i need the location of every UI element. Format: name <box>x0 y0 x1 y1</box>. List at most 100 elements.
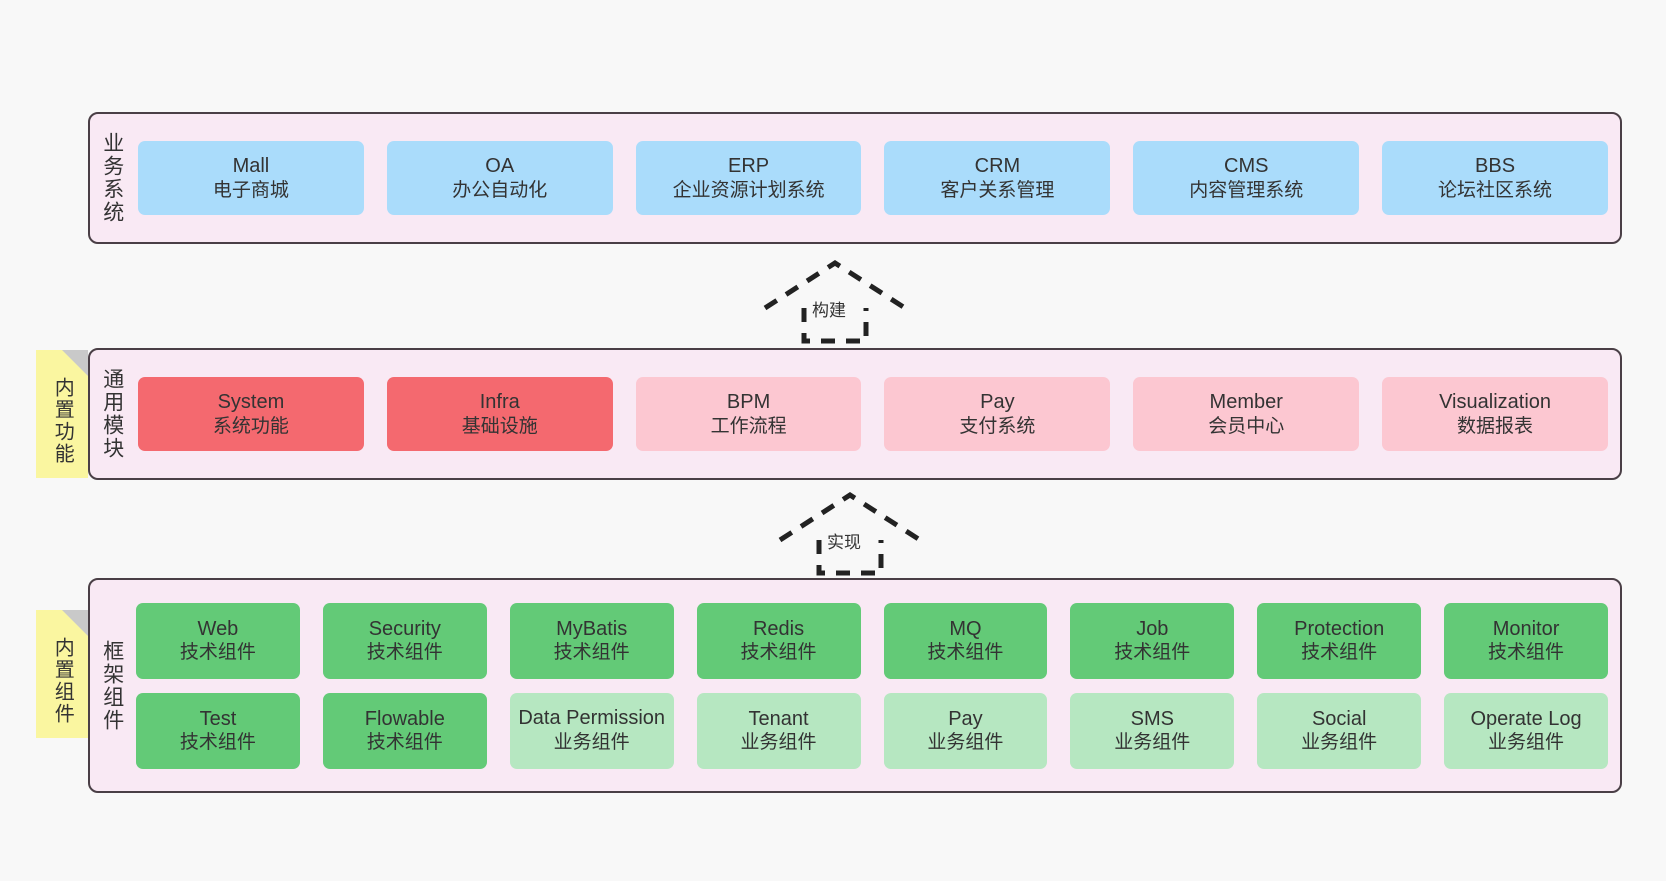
node-tenant-en: Tenant <box>748 707 809 730</box>
node-web-cn: 技术组件 <box>179 642 256 664</box>
node-pay-component-en: Pay <box>948 707 983 730</box>
arrow-implement: 实现 <box>775 490 925 578</box>
node-redis[interactable]: Redis 技术组件 <box>696 602 861 679</box>
node-flowable[interactable]: Flowable 技术组件 <box>322 692 487 769</box>
node-security-en: Security <box>368 617 441 640</box>
node-crm[interactable]: CRM 客户关系管理 <box>884 141 1111 215</box>
layer-common-modules-body: System 系统功能 Infra 基础设施 BPM 工作流程 Pay 支付系统… <box>134 350 1620 478</box>
node-test-en: Test <box>199 707 237 730</box>
arrow-build-label: 构建 <box>812 301 846 320</box>
layer-business-system: 业务系统 Mall 电子商城 OA 办公自动化 ERP 企业资源计划系统 CRM… <box>88 112 1622 244</box>
node-cms[interactable]: CMS 内容管理系统 <box>1133 141 1360 215</box>
node-operate-log-cn: 业务组件 <box>1488 732 1565 754</box>
node-security-cn: 技术组件 <box>366 642 443 664</box>
node-member-en: Member <box>1209 391 1283 414</box>
framework-tech-row: Web 技术组件 Security 技术组件 MyBatis 技术组件 Redi… <box>136 602 1608 679</box>
node-mall[interactable]: Mall 电子商城 <box>138 141 364 215</box>
node-security[interactable]: Security 技术组件 <box>322 602 487 679</box>
node-mq-cn: 技术组件 <box>927 642 1004 664</box>
node-job-cn: 技术组件 <box>1114 642 1191 664</box>
sticky-note-builtin-components: 内置组件 <box>36 610 88 738</box>
node-flowable-cn: 技术组件 <box>366 732 443 754</box>
arrow-build-glyph <box>763 260 907 344</box>
node-oa-cn: 办公自动化 <box>452 179 548 201</box>
node-monitor[interactable]: Monitor 技术组件 <box>1444 602 1608 679</box>
sticky-note-builtin-features: 内置功能 <box>36 350 88 478</box>
node-bpm-cn: 工作流程 <box>710 415 787 437</box>
node-member[interactable]: Member 会员中心 <box>1133 377 1360 451</box>
node-social-en: Social <box>1311 707 1367 730</box>
layer-framework-components-body: Web 技术组件 Security 技术组件 MyBatis 技术组件 Redi… <box>134 580 1620 791</box>
layer-common-modules-title: 通用模块 <box>100 368 124 460</box>
node-bpm[interactable]: BPM 工作流程 <box>635 377 862 451</box>
node-data-permission-cn: 业务组件 <box>553 731 630 753</box>
node-data-permission[interactable]: Data Permission 业务组件 <box>509 692 674 769</box>
node-protection-cn: 技术组件 <box>1301 642 1378 664</box>
node-erp-cn: 企业资源计划系统 <box>672 179 825 201</box>
node-pay-module-cn: 支付系统 <box>959 415 1036 437</box>
node-bbs[interactable]: BBS 论坛社区系统 <box>1382 141 1608 215</box>
node-web[interactable]: Web 技术组件 <box>136 602 300 679</box>
node-operate-log[interactable]: Operate Log 业务组件 <box>1444 692 1608 769</box>
node-system-en: System <box>217 391 285 414</box>
node-mq-en: MQ <box>949 617 982 640</box>
node-mq[interactable]: MQ 技术组件 <box>883 602 1048 679</box>
node-erp[interactable]: ERP 企业资源计划系统 <box>635 141 862 215</box>
node-flowable-en: Flowable <box>364 707 445 730</box>
node-system[interactable]: System 系统功能 <box>138 377 364 451</box>
node-bpm-en: BPM <box>726 391 771 414</box>
node-protection[interactable]: Protection 技术组件 <box>1257 602 1422 679</box>
node-crm-cn: 客户关系管理 <box>940 179 1055 201</box>
node-pay-module-en: Pay <box>980 391 1015 414</box>
node-pay-module[interactable]: Pay 支付系统 <box>884 377 1111 451</box>
node-visualization-en: Visualization <box>1439 391 1552 414</box>
node-tenant[interactable]: Tenant 业务组件 <box>696 692 861 769</box>
layer-framework-components: 框架组件 Web 技术组件 Security 技术组件 MyBatis 技术组件… <box>88 578 1622 793</box>
node-protection-en: Protection <box>1294 617 1385 640</box>
node-mybatis-en: MyBatis <box>556 617 628 640</box>
node-test[interactable]: Test 技术组件 <box>136 692 300 769</box>
node-bbs-cn: 论坛社区系统 <box>1438 179 1553 201</box>
node-mybatis[interactable]: MyBatis 技术组件 <box>509 602 674 679</box>
node-oa-en: OA <box>485 155 515 178</box>
node-redis-en: Redis <box>752 617 805 640</box>
node-mall-en: Mall <box>232 155 270 178</box>
node-mybatis-cn: 技术组件 <box>553 642 630 664</box>
node-pay-component[interactable]: Pay 业务组件 <box>883 692 1048 769</box>
node-crm-en: CRM <box>974 155 1021 178</box>
framework-business-row: Test 技术组件 Flowable 技术组件 Data Permission … <box>136 692 1608 769</box>
business-node-row: Mall 电子商城 OA 办公自动化 ERP 企业资源计划系统 CRM 客户关系… <box>138 141 1608 215</box>
node-monitor-cn: 技术组件 <box>1488 642 1565 664</box>
node-infra[interactable]: Infra 基础设施 <box>386 377 613 451</box>
node-visualization-cn: 数据报表 <box>1457 415 1534 437</box>
layer-business-system-title: 业务系统 <box>100 132 124 224</box>
node-cms-cn: 内容管理系统 <box>1189 179 1304 201</box>
node-member-cn: 会员中心 <box>1208 415 1285 437</box>
node-sms-cn: 业务组件 <box>1114 732 1191 754</box>
node-operate-log-en: Operate Log <box>1470 707 1582 730</box>
layer-business-system-body: Mall 电子商城 OA 办公自动化 ERP 企业资源计划系统 CRM 客户关系… <box>134 114 1620 242</box>
node-job[interactable]: Job 技术组件 <box>1070 602 1235 679</box>
layer-common-modules: 通用模块 System 系统功能 Infra 基础设施 BPM 工作流程 Pay… <box>88 348 1622 480</box>
node-job-en: Job <box>1136 617 1169 640</box>
node-erp-en: ERP <box>728 155 770 178</box>
node-sms-en: SMS <box>1130 707 1174 730</box>
node-mall-cn: 电子商城 <box>212 179 289 201</box>
node-tenant-cn: 业务组件 <box>740 732 817 754</box>
node-oa[interactable]: OA 办公自动化 <box>386 141 613 215</box>
node-test-cn: 技术组件 <box>179 732 256 754</box>
arrow-implement-glyph <box>778 492 922 576</box>
node-infra-en: Infra <box>479 391 520 414</box>
node-redis-cn: 技术组件 <box>740 642 817 664</box>
node-social-cn: 业务组件 <box>1301 732 1378 754</box>
node-visualization[interactable]: Visualization 数据报表 <box>1382 377 1608 451</box>
layer-framework-components-title: 框架组件 <box>100 639 124 732</box>
node-social[interactable]: Social 业务组件 <box>1257 692 1422 769</box>
node-pay-component-cn: 业务组件 <box>927 732 1004 754</box>
node-infra-cn: 基础设施 <box>461 415 538 437</box>
node-monitor-en: Monitor <box>1492 617 1560 640</box>
node-web-en: Web <box>197 617 239 640</box>
node-sms[interactable]: SMS 业务组件 <box>1070 692 1235 769</box>
node-data-permission-en: Data Permission <box>518 707 666 730</box>
